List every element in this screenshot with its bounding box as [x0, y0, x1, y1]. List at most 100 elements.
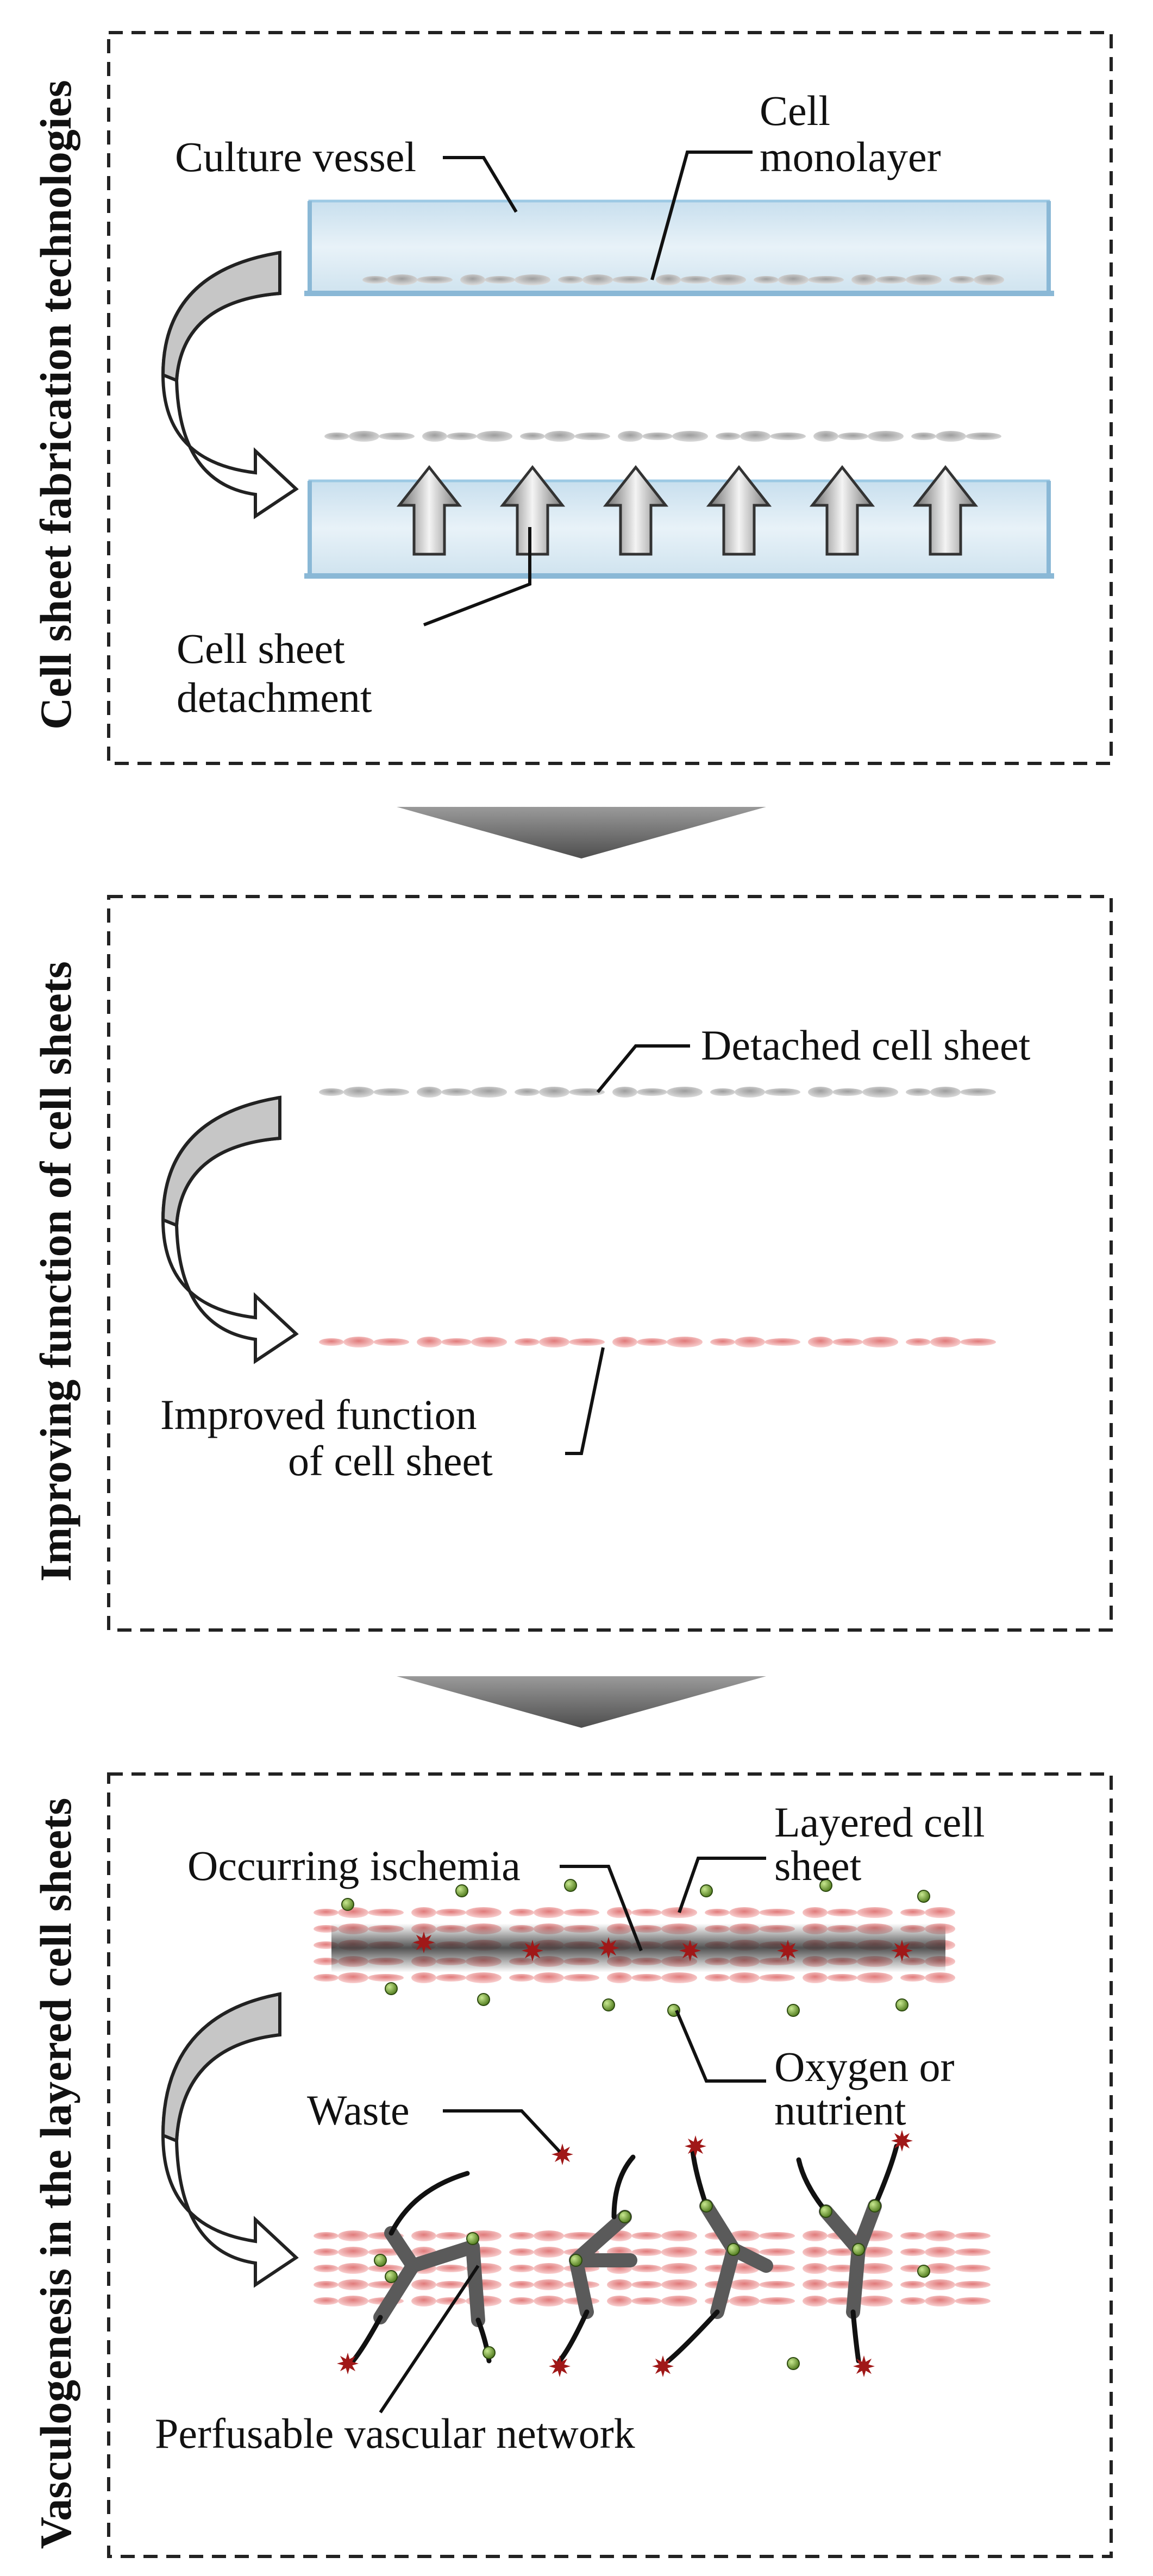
- cell: [411, 2230, 436, 2241]
- cell: [925, 1972, 955, 1983]
- oxygen-dot: [700, 1884, 713, 1897]
- cell: [759, 1909, 795, 1916]
- cell: [436, 1909, 466, 1916]
- oxygen-particles-network: [374, 2199, 930, 2370]
- label-detached-sheet: Detached cell sheet: [701, 1021, 1031, 1069]
- cell: [925, 1907, 955, 1918]
- cell: [667, 1087, 703, 1098]
- detachment-arrows: [396, 465, 979, 556]
- cell: [612, 1087, 637, 1098]
- waste-icon: [685, 2135, 706, 2157]
- up-arrow-icon: [499, 465, 566, 556]
- cell: [955, 2281, 991, 2289]
- cell: [740, 431, 770, 442]
- oxygen-dot: [819, 2205, 832, 2218]
- flow-triangle-1: [397, 807, 766, 858]
- cell: [656, 274, 681, 285]
- oxygen-dot: [917, 2265, 930, 2278]
- cell: [563, 2232, 599, 2240]
- cell: [803, 2296, 828, 2307]
- cell: [314, 2248, 339, 2256]
- waste-icon: [853, 2355, 875, 2377]
- cell: [667, 1337, 703, 1347]
- waste-icon: [522, 1940, 543, 1961]
- cell: [857, 2263, 893, 2274]
- cell: [803, 2230, 828, 2241]
- cell: [857, 1907, 893, 1918]
- cell: [936, 431, 966, 442]
- cell: [925, 2230, 955, 2241]
- panel-2-title: Improving function of cell sheets: [31, 961, 80, 1582]
- cell: [509, 2232, 534, 2240]
- oxygen-dot: [895, 1998, 908, 2011]
- label-improved-line1: Improved function: [160, 1391, 477, 1438]
- panel-1-title: Cell sheet fabrication technologies: [31, 80, 80, 730]
- oxygen-dot: [455, 1884, 468, 1897]
- cell: [509, 2297, 534, 2305]
- cell: [729, 1907, 760, 1918]
- cell: [925, 2247, 955, 2258]
- cell: [754, 276, 779, 284]
- label-cell-monolayer-line1: Cell: [760, 87, 830, 134]
- cell: [509, 2265, 534, 2272]
- detaching-cell-sheet: [324, 431, 1001, 442]
- cell: [631, 2232, 662, 2240]
- cell: [314, 2232, 339, 2240]
- waste-icon: [652, 2355, 674, 2377]
- cell: [729, 2296, 760, 2307]
- cell: [838, 433, 868, 440]
- cell: [417, 1337, 442, 1347]
- cell: [314, 2281, 339, 2289]
- improved-cell-sheet: [319, 1337, 996, 1347]
- cell: [515, 1088, 540, 1096]
- cell: [520, 433, 545, 440]
- oxygen-dot: [700, 2199, 713, 2213]
- cell: [930, 1337, 961, 1347]
- cell: [735, 1087, 765, 1098]
- cell: [960, 1088, 996, 1096]
- oxygen-dot: [477, 1993, 490, 2006]
- cell: [314, 2297, 339, 2305]
- cell: [324, 433, 349, 440]
- cell: [477, 431, 512, 442]
- cell: [607, 2279, 632, 2290]
- cell: [770, 433, 806, 440]
- oxygen-dot: [819, 1879, 832, 1892]
- waste-particles-removed: [337, 2130, 913, 2377]
- oxygen-dot: [569, 2254, 582, 2267]
- waste-icon: [549, 2355, 571, 2377]
- cell: [343, 1087, 374, 1098]
- label-network: Perfusable vascular network: [155, 2410, 635, 2457]
- cell: [759, 2281, 795, 2289]
- cell: [661, 2263, 697, 2274]
- cell: [906, 274, 942, 285]
- cell: [759, 1974, 795, 1982]
- cell: [387, 274, 417, 285]
- cell: [607, 2296, 632, 2307]
- cell: [417, 1087, 442, 1098]
- up-arrow-icon: [706, 465, 772, 556]
- cell: [808, 276, 844, 284]
- cell: [765, 1338, 800, 1346]
- cell: [436, 2281, 466, 2289]
- cell: [851, 274, 876, 285]
- cell: [338, 2230, 368, 2241]
- cell: [411, 1972, 436, 1983]
- cell: [417, 276, 453, 284]
- cell: [607, 1972, 632, 1983]
- cell: [642, 433, 673, 440]
- cell: [314, 2265, 339, 2272]
- cell: [544, 431, 575, 442]
- cell: [803, 2247, 828, 2258]
- cell: [466, 1972, 502, 1983]
- up-arrow-icon: [396, 465, 462, 556]
- label-layered-line2: sheet: [774, 1842, 862, 1889]
- cell: [862, 1087, 898, 1098]
- panel-fabrication: Cell sheet fabrication technologies Cult…: [31, 31, 1113, 765]
- oxygen-dot: [564, 1879, 577, 1892]
- cell: [974, 274, 1004, 285]
- cell: [631, 2265, 662, 2272]
- cell: [803, 2279, 828, 2290]
- cell: [574, 433, 610, 440]
- waste-icon: [337, 2353, 359, 2374]
